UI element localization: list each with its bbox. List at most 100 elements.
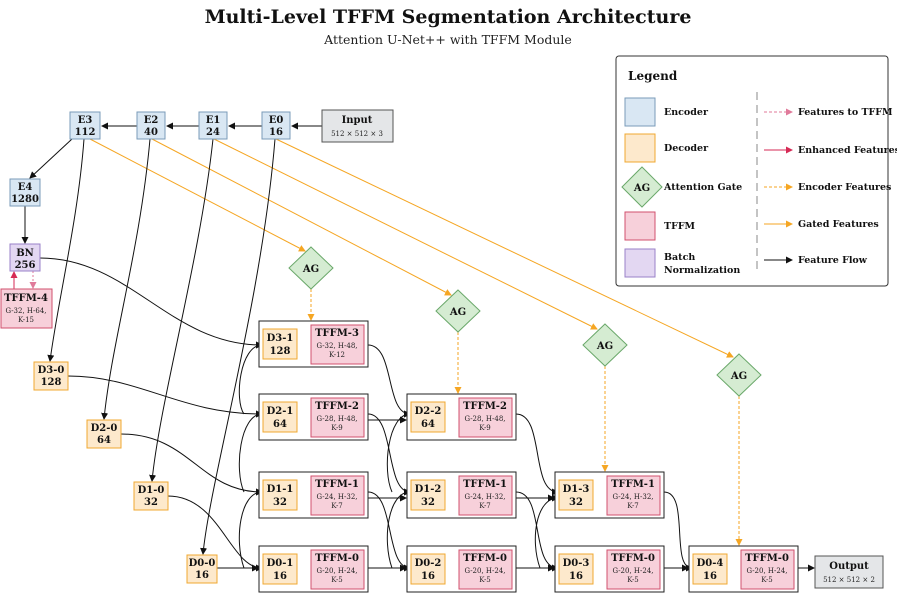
tffm4-params: G-32, H-64, [5, 307, 46, 315]
tffm-params2: K-5 [331, 576, 343, 584]
d10-to-d01 [167, 495, 263, 572]
decoder-box [410, 479, 446, 511]
tffm-params2: K-5 [479, 576, 491, 584]
encoder-channels: 112 [75, 127, 96, 138]
e3-to-ag1 [89, 138, 306, 252]
tffm-params2: K-12 [329, 351, 345, 359]
legend-label: Enhanced Features [798, 145, 897, 156]
tffm-name: TFFM-1 [315, 479, 359, 490]
attention-gate-4: AG [716, 353, 762, 397]
up-d01-d11 [238, 488, 263, 569]
tffm-box [310, 475, 365, 516]
tffm4-name: TFFM-4 [4, 293, 48, 304]
decoder-box [262, 328, 298, 360]
encoder-channels: 16 [269, 127, 283, 138]
e1-to-ag3 [213, 138, 598, 330]
output-label: Output [829, 561, 869, 572]
input-label: Input [342, 115, 373, 126]
tffm-params2: K-9 [479, 424, 491, 432]
tffm-params: G-20, H-24, [612, 567, 653, 575]
bottleneck-box [9, 243, 41, 272]
decoder-channels: 128 [270, 346, 291, 357]
tffm-params: G-20, H-24, [316, 567, 357, 575]
up-d03-d13 [534, 494, 559, 569]
decoder-name: D0-4 [697, 558, 724, 569]
decoder-name: D1-0 [138, 485, 165, 496]
legend-label: Encoder [664, 107, 709, 118]
side-decoder-d1-0: D1-032 [133, 481, 169, 511]
tffm-box [606, 475, 661, 516]
e0-to-ag4 [275, 138, 734, 358]
legend-item-pink-dash: Features to TFFM [764, 107, 893, 118]
legend-item-black: Feature Flow [764, 255, 868, 266]
decoder-name: D3-0 [38, 365, 65, 376]
legend-frame [615, 55, 889, 287]
encoder-box [9, 178, 41, 207]
tffm-name: TFFM-0 [611, 553, 655, 564]
legend-item-crimson: Enhanced Features [764, 145, 897, 156]
decoder-channels: 16 [273, 571, 287, 582]
input-size: 512 × 512 × 3 [331, 130, 383, 138]
encoder-name: E3 [78, 115, 93, 126]
tffm-params2: K-7 [479, 502, 491, 510]
e0-to-d00 [200, 138, 276, 555]
tffm-params: G-20, H-24, [746, 567, 787, 575]
encoder-channels: 1280 [11, 194, 39, 205]
d21-to-d12 [367, 413, 411, 496]
tffm-params: G-28, H-48, [316, 415, 357, 423]
tffm-params: G-32, H-48, [316, 342, 357, 350]
legend-item-decoder: Decoder [624, 133, 709, 163]
tffm-params: G-20, H-24, [464, 567, 505, 575]
e3-to-d30 [47, 138, 85, 362]
tffm-box [310, 549, 365, 590]
tffm-box [310, 324, 365, 365]
tffm-name: TFFM-0 [315, 553, 359, 564]
decoder-channels: 16 [569, 571, 583, 582]
tffm4-block: TFFM-4G-32, H-64,K-15 [0, 288, 53, 329]
encoder-box [198, 111, 228, 140]
decoder-name: D3-1 [267, 333, 294, 344]
legend-swatch [624, 211, 656, 241]
tffm-params: G-28, H-48, [464, 415, 505, 423]
tffm-name: TFFM-0 [745, 553, 789, 564]
decoder-box [410, 553, 446, 585]
side-decoder-d2-0: D2-064 [86, 419, 122, 449]
decoder-channels: 64 [421, 419, 435, 430]
decoder-name: D2-1 [267, 406, 294, 417]
encoder-name: E4 [18, 182, 33, 193]
tffm-params: G-24, H-32, [316, 493, 357, 501]
legend-item-tffm: TFFM [624, 211, 696, 241]
up-d02-d12 [386, 488, 411, 569]
d22-to-d13 [515, 413, 559, 496]
input-block: Input 512 × 512 × 3 [321, 109, 394, 143]
decoder-name: D1-2 [415, 484, 442, 495]
decoder-name: D0-1 [267, 558, 294, 569]
decoder-box [33, 361, 69, 391]
decoder-group-d0-1: D0-1 16 TFFM-0G-20, H-24,K-5 [258, 545, 369, 593]
bottleneck-channels: 256 [15, 260, 36, 271]
decoder-channels: 32 [273, 497, 287, 508]
decoder-channels: 32 [421, 497, 435, 508]
bottleneck-name: BN [16, 248, 34, 259]
tffm-params2: K-7 [627, 502, 639, 510]
tffm-box [310, 397, 365, 438]
e2-to-d20 [101, 138, 151, 420]
input-box [321, 109, 394, 143]
ag-diamond [435, 289, 481, 333]
e2-to-ag2 [151, 138, 452, 296]
legend-label: TFFM [664, 221, 696, 232]
tffm4-params2: K-15 [18, 316, 34, 324]
